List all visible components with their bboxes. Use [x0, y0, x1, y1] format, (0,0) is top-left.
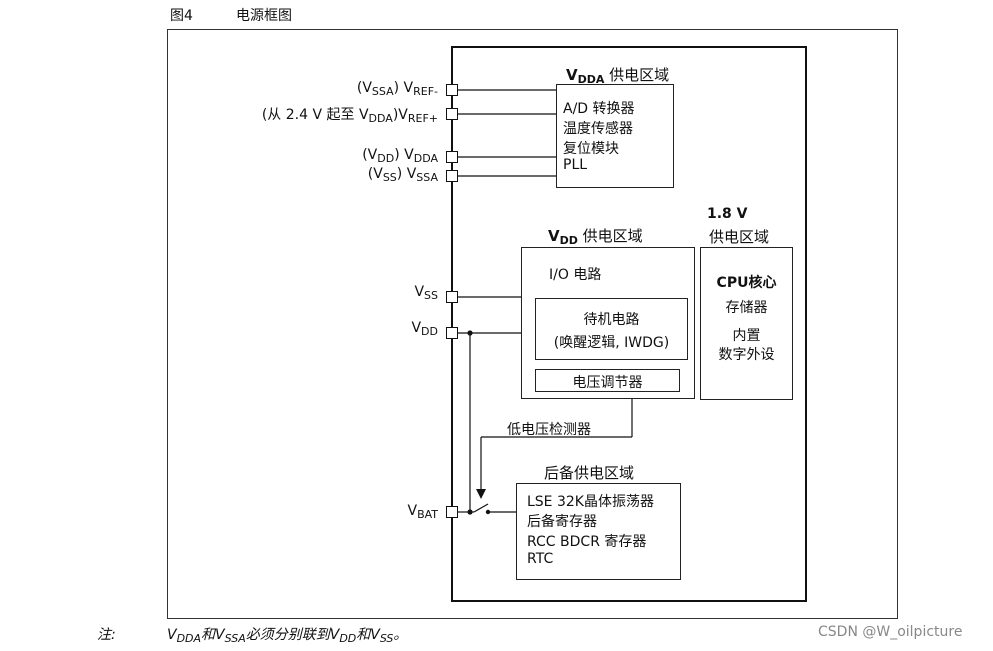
- pin-label-vss: VSS: [414, 284, 438, 302]
- core-cpu-label: CPU核心: [716, 275, 777, 291]
- footnote-label: 注:: [97, 627, 116, 643]
- pin-vref-plus: [446, 108, 458, 120]
- switch-contact: [485, 509, 491, 515]
- pin-vref-minus: [446, 84, 458, 96]
- pin-vssa: [446, 170, 458, 182]
- footnote-text: VDDA和VSSA必须分别联到VDD和VSS。: [167, 627, 408, 645]
- voltage-regulator-label: 电压调节器: [572, 375, 643, 391]
- core-memory-label: 存储器: [725, 300, 768, 316]
- pin-label-vdd: VDD: [411, 320, 438, 338]
- vdd-domain-title: VDD 供电区域: [548, 227, 643, 247]
- core-builtin-label: 内置: [732, 328, 761, 344]
- figure-number: 图4: [170, 8, 193, 24]
- core-peripherals-label: 数字外设: [718, 347, 775, 363]
- standby-label: 待机电路: [583, 312, 640, 328]
- standby-circuit-box: 待机电路 (唤醒逻辑, IWDG): [535, 298, 688, 360]
- backup-item-bdcr: RCC BDCR 寄存器: [527, 534, 647, 550]
- pin-vss: [446, 291, 458, 303]
- figure-title: 电源框图: [236, 8, 292, 24]
- vdda-item-pll: PLL: [563, 157, 588, 173]
- vdda-domain-box: A/D 转换器 温度传感器 复位模块 PLL: [556, 84, 674, 188]
- voltage-regulator-box: 电压调节器: [535, 369, 680, 392]
- junction-vdd: [467, 330, 473, 336]
- junction-vbat: [467, 509, 473, 515]
- core-domain-title: 供电区域: [709, 228, 770, 246]
- backup-domain-box: LSE 32K晶体振荡器 后备寄存器 RCC BDCR 寄存器 RTC: [516, 483, 681, 580]
- detector-arrow-head: [476, 489, 486, 499]
- standby-detail: (唤醒逻辑, IWDG): [553, 335, 670, 351]
- backup-item-rtc: RTC: [527, 551, 554, 567]
- io-circuit-label: I/O 电路: [549, 267, 602, 283]
- low-voltage-detector-label: 低电压检测器: [507, 422, 591, 438]
- core-domain-box: CPU核心 存储器 内置 数字外设: [700, 247, 793, 400]
- vdda-item-reset: 复位模块: [563, 141, 619, 157]
- pin-label-vdda: (VDD) VDDA: [362, 147, 438, 165]
- vdda-domain-title: VDDA 供电区域: [566, 66, 670, 86]
- pin-label-vref-plus: (从 2.4 V 起至 VDDA)VREF+: [261, 107, 438, 125]
- backup-item-lse: LSE 32K晶体振荡器: [527, 494, 654, 510]
- pin-label-vssa: (VSS) VSSA: [367, 166, 438, 184]
- pin-vbat: [446, 506, 458, 518]
- watermark: CSDN @W_oilpicture: [818, 624, 963, 640]
- pin-vdda: [446, 151, 458, 163]
- vdda-item-temp-sensor: 温度传感器: [563, 121, 633, 137]
- backup-domain-title: 后备供电区域: [544, 464, 635, 482]
- core-domain-voltage: 1.8 V: [707, 206, 748, 222]
- backup-item-registers: 后备寄存器: [527, 514, 597, 530]
- pin-label-vref-minus: (VSSA) VREF-: [356, 80, 438, 98]
- switch-blade: [473, 503, 489, 513]
- vdda-item-adc: A/D 转换器: [563, 101, 635, 117]
- pin-vdd: [446, 327, 458, 339]
- pin-label-vbat: VBAT: [407, 503, 438, 521]
